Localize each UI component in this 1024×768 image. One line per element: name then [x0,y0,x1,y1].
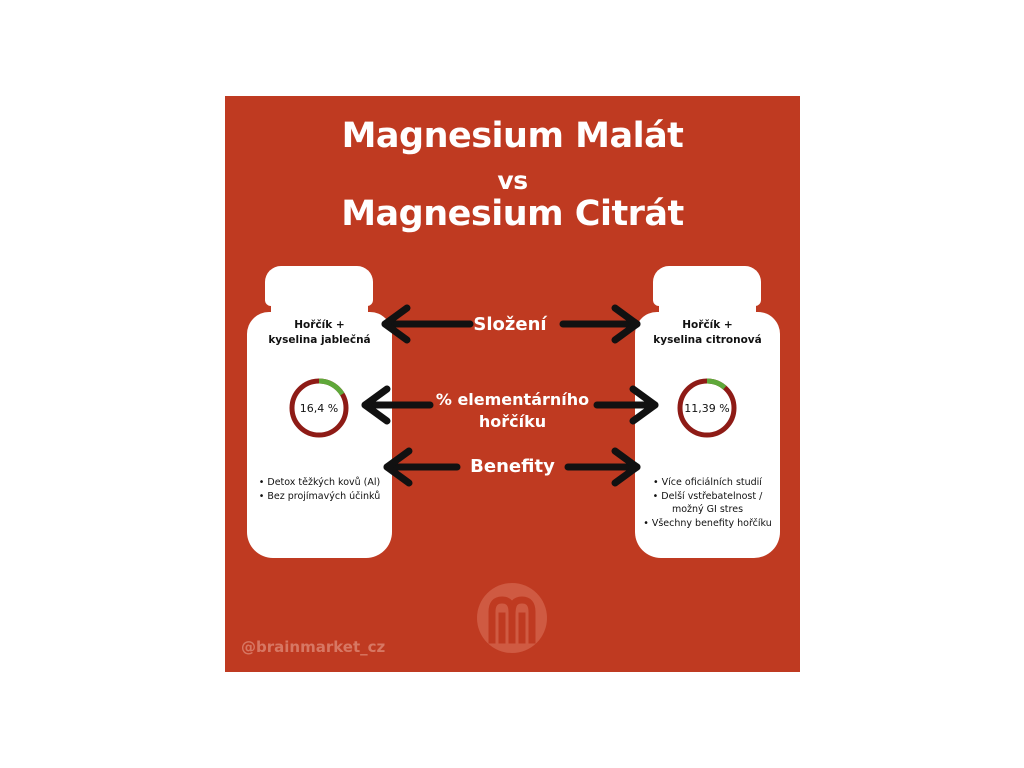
title-line-1: Magnesium Malát [341,116,684,156]
brand-logo-icon [477,583,547,653]
composition-line-2: kyselina jablečná [268,334,371,346]
infographic-panel: Magnesium Malát vs Magnesium Citrát Hořč… [225,96,800,672]
arrow-right-icon [564,447,641,487]
benefit-item: možný GI stres [671,504,744,515]
composition-line-2: kyselina citronová [653,334,762,346]
title-line-3: Magnesium Citrát [341,194,684,234]
ring-fill [677,378,737,438]
row-elemental-line-2: hořčíku [478,412,547,431]
title-vs: vs [497,166,528,195]
percent-ring [677,378,737,438]
ring-fill [289,378,349,438]
bottle-cap [653,266,761,306]
row-elemental: % elementárního hořčíku [425,389,600,433]
watermark: @brainmarket_cz [241,638,386,656]
percent-ring [289,378,349,438]
bottle-composition: Hořčík + kyselina citronová [635,318,780,348]
benefit-item: • Bez projímavých účinků [258,490,381,502]
percent-label: 16,4 % [299,401,339,415]
benefit-item: • Delší vstřebatelnost / [652,490,763,502]
arrow-left-icon [383,447,461,487]
comparison-arrows [361,304,659,487]
arrow-left-icon [381,304,474,344]
percent-label: 11,39 % [684,401,730,415]
row-composition: Složení [473,314,547,335]
arrow-right-icon [593,385,659,425]
composition-line-1: Hořčík + [294,319,345,331]
arrow-left-icon [361,385,434,425]
benefit-item: • Všechny benefity hořčíku [643,517,772,529]
benefits-list: • Detox těžkých kovů (Al) • Bez projímav… [247,476,392,503]
bottle-composition: Hořčík + kyselina jablečná [247,318,392,348]
benefit-item: • Detox těžkých kovů (Al) [258,477,381,488]
row-elemental-line-1: % elementárního [435,390,590,409]
bottle-malate: Hořčík + kyselina jablečná 16,4 % • Deto… [247,266,392,558]
bottle-cap [265,266,373,306]
bottle-citrate: Hořčík + kyselina citronová 11,39 % • Ví… [635,266,780,558]
row-benefits: Benefity [470,456,555,477]
benefits-list: • Více oficiálních studií • Delší vstřeb… [635,476,780,530]
composition-line-1: Hořčík + [682,319,733,331]
arrow-right-icon [559,304,641,344]
benefit-item: • Více oficiálních studií [653,477,762,488]
